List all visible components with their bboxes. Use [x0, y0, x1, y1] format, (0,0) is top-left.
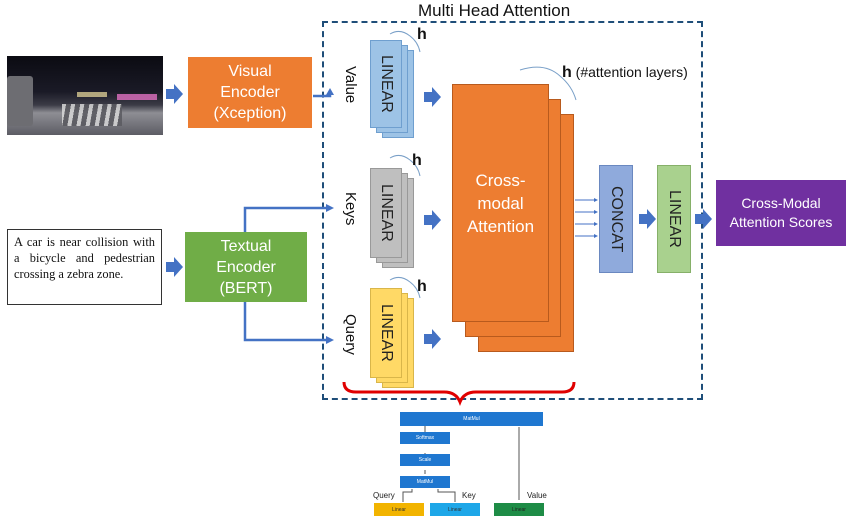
mini-linear-value: Linear [494, 503, 544, 516]
mini-matmul-bottom: MatMul [400, 476, 450, 488]
visual-encoder-line-1: Visual [228, 63, 272, 80]
street-scene-image [7, 56, 163, 135]
visual-encoder-box: Visual Encoder (Xception) [188, 57, 312, 128]
textual-encoder-box: Textual Encoder (BERT) [185, 232, 307, 302]
mini-key-label: Key [462, 491, 476, 500]
concat-box: CONCAT [599, 165, 633, 273]
h-label-query: h [417, 278, 427, 295]
linear-keys-card: LINEAR [370, 168, 402, 258]
red-brace [342, 381, 576, 407]
cross-modal-card: Cross- modal Attention [452, 84, 549, 322]
mini-value-label: Value [527, 491, 547, 500]
h-label-value: h [417, 26, 427, 43]
output-line-1: Cross-Modal [741, 195, 821, 211]
textual-encoder-line-3: (BERT) [219, 279, 273, 297]
line-textual-to-keys [243, 206, 326, 232]
cross-modal-line-1: Cross- [475, 170, 526, 190]
cross-modal-line-3: Attention [466, 216, 535, 236]
linear-query-card: LINEAR [370, 288, 402, 378]
visual-encoder-line-2: Encoder [220, 84, 280, 101]
arrow-linear-query [424, 329, 441, 349]
caption-text: A car is near collision with a bicycle a… [14, 235, 155, 281]
h-attention-h: h [562, 64, 572, 81]
mini-linear-query: Linear [374, 503, 424, 516]
mini-linear-key: Linear [430, 503, 480, 516]
line-textual-to-query [243, 302, 326, 342]
arrow-photo-to-visual [166, 84, 183, 104]
linear-value-card: LINEAR [370, 40, 402, 128]
mini-softmax: Softmax [400, 432, 450, 444]
output-box: Cross-Modal Attention Scores [716, 180, 846, 246]
h-label-keys: h [412, 152, 422, 169]
visual-encoder-line-3: (Xception) [213, 105, 287, 122]
arrow-caption-to-textual [166, 257, 183, 277]
h-attention-label: h (#attention layers) [562, 64, 688, 82]
cross-modal-line-2: modal [477, 193, 524, 213]
arrow-linear-value [424, 87, 441, 107]
multihead-dashed-box [322, 21, 703, 400]
linear-keys-label: LINEAR [378, 184, 395, 242]
linear-value-label: LINEAR [378, 55, 395, 113]
linear-query-label: LINEAR [378, 304, 395, 362]
multihead-title: Multi Head Attention [418, 1, 571, 20]
value-label: Value [342, 66, 359, 104]
final-linear-label: LINEAR [666, 190, 683, 248]
arrow-concat-to-linear [639, 209, 656, 229]
mini-matmul-top: MatMul [400, 412, 543, 426]
query-label: Query [342, 314, 359, 355]
final-linear-box: LINEAR [657, 165, 691, 273]
mini-query-label: Query [373, 491, 395, 500]
arrow-linear-to-output [695, 209, 712, 229]
keys-label: Keys [342, 192, 359, 226]
concat-label: CONCAT [608, 185, 625, 253]
output-line-2: Attention Scores [729, 214, 833, 230]
mini-scale: Scale [400, 454, 450, 466]
arrow-linear-keys [424, 210, 441, 230]
h-attention-suffix: (#attention layers) [575, 64, 688, 80]
caption-box: A car is near collision with a bicycle a… [7, 229, 162, 305]
textual-encoder-line-2: Encoder [216, 258, 276, 276]
textual-encoder-line-1: Textual [220, 237, 272, 255]
